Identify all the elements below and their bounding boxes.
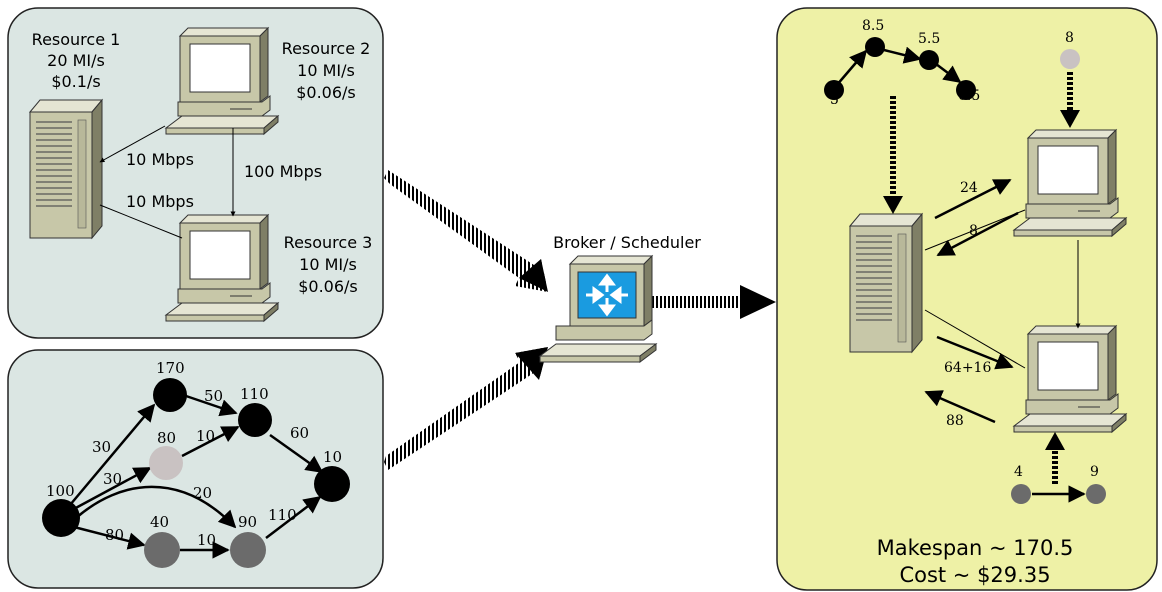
chain-edge-1 — [835, 49, 868, 87]
link-r2-r3-label: 100 Mbps — [244, 162, 322, 181]
resource3-price: $0.06/s — [298, 277, 358, 296]
edge-110-10 — [269, 433, 324, 474]
task-node-110 — [238, 403, 272, 437]
schedule-pc-bottom-icon — [1013, 325, 1127, 433]
transfer-arrow-from-top — [936, 211, 1019, 257]
task-node-10 — [314, 466, 350, 502]
edge-100-40 — [73, 525, 146, 550]
resource2-price: $0.06/s — [296, 83, 356, 102]
resource2-computer-icon — [165, 27, 279, 135]
workflow-panel — [7, 349, 384, 589]
chain-node-5-5 — [919, 50, 939, 70]
flow-arrow-broker-to-schedule — [652, 285, 776, 319]
node-label-170: 170 — [156, 359, 185, 377]
link-r2-r1 — [99, 125, 166, 163]
single-task-node — [1060, 49, 1080, 69]
node-label-90: 90 — [238, 513, 257, 531]
resource1-price: $0.1/s — [51, 72, 100, 91]
resource3-computer-icon — [165, 214, 279, 322]
link-r1-r2-label: 10 Mbps — [126, 150, 194, 169]
schedule-pc-top-icon — [1013, 129, 1127, 237]
resource1-server-icon — [29, 99, 103, 239]
transfer-label-to-bottom: 64+16 — [944, 360, 991, 376]
link-r1-r3-label: 10 Mbps — [126, 192, 194, 211]
pair-node-4 — [1011, 484, 1031, 504]
broker-label: Broker / Scheduler — [553, 233, 701, 252]
task-node-170 — [153, 378, 187, 412]
edge-label-110-10: 60 — [290, 424, 309, 442]
node-label-40: 40 — [150, 513, 169, 531]
flow-arrow-workflow-to-broker — [384, 347, 548, 470]
transfer-arrow-to-top — [934, 178, 1012, 220]
task-node-90 — [230, 532, 266, 568]
makespan-text: Makespan ~ 170.5 — [877, 536, 1074, 560]
node-label-110: 110 — [240, 385, 269, 403]
node-label-100: 100 — [46, 482, 75, 500]
chain-edge-3 — [935, 63, 962, 84]
schedule-server-icon — [849, 213, 923, 353]
edge-100-80 — [71, 466, 152, 512]
chain-node-5 — [824, 80, 844, 100]
transfer-arrow-to-bottom — [936, 335, 1014, 370]
resource3-speed: 10 MI/s — [299, 255, 357, 274]
assign-arrow-single — [1060, 72, 1080, 128]
edge-label-100-170: 30 — [92, 438, 111, 456]
flow-arrow-resources-to-broker — [384, 170, 548, 292]
broker-router-icon — [538, 254, 658, 363]
link-r1-r3 — [99, 204, 183, 239]
resource1-name: Resource 1 — [32, 30, 121, 49]
transfer-label-from-top: 8 — [969, 223, 978, 239]
transfer-label-to-top: 24 — [960, 180, 978, 196]
edge-label-80-110: 10 — [196, 427, 215, 445]
assign-arrow-chain — [883, 96, 903, 214]
edge-label-90-10: 110 — [268, 506, 297, 524]
chain-edge-2 — [883, 46, 922, 64]
edge-170-110 — [185, 394, 238, 417]
chain-label-0-5: 0.5 — [958, 88, 980, 104]
edge-80-110 — [181, 425, 240, 458]
edge-label-170-110: 50 — [204, 387, 223, 405]
resources-panel — [7, 7, 384, 339]
node-label-10: 10 — [323, 448, 342, 466]
chain-node-0-5 — [956, 80, 976, 100]
edge-label-40-90: 10 — [197, 531, 216, 549]
cost-text: Cost ~ $29.35 — [899, 563, 1050, 587]
transfer-label-from-bottom: 88 — [946, 413, 964, 429]
assign-arrow-pair — [1045, 432, 1065, 484]
edge-100-90 — [75, 485, 237, 529]
resource2-name: Resource 2 — [282, 39, 371, 58]
pair-label-4: 4 — [1014, 464, 1023, 480]
edge-label-100-40: 80 — [105, 526, 124, 544]
resource3-name: Resource 3 — [284, 233, 373, 252]
task-node-80 — [149, 446, 183, 480]
transfer-arrow-from-bottom — [924, 390, 996, 424]
pair-label-9: 9 — [1090, 464, 1099, 480]
task-node-40 — [144, 532, 180, 568]
chain-node-8-5 — [865, 37, 885, 57]
pair-node-9 — [1086, 484, 1106, 504]
chain-label-5: 5 — [830, 92, 839, 108]
resource1-speed: 20 MI/s — [47, 51, 105, 70]
node-label-80: 80 — [157, 429, 176, 447]
chain-label-5-5: 5.5 — [918, 31, 940, 47]
resource2-speed: 10 MI/s — [297, 61, 355, 80]
single-task-label: 8 — [1065, 30, 1074, 46]
edge-90-10 — [265, 495, 322, 539]
chain-label-8-5: 8.5 — [862, 18, 884, 34]
edge-label-100-90: 20 — [193, 484, 212, 502]
edge-label-100-80: 30 — [103, 470, 122, 488]
edge-100-170 — [69, 403, 156, 506]
task-node-100 — [42, 499, 80, 537]
